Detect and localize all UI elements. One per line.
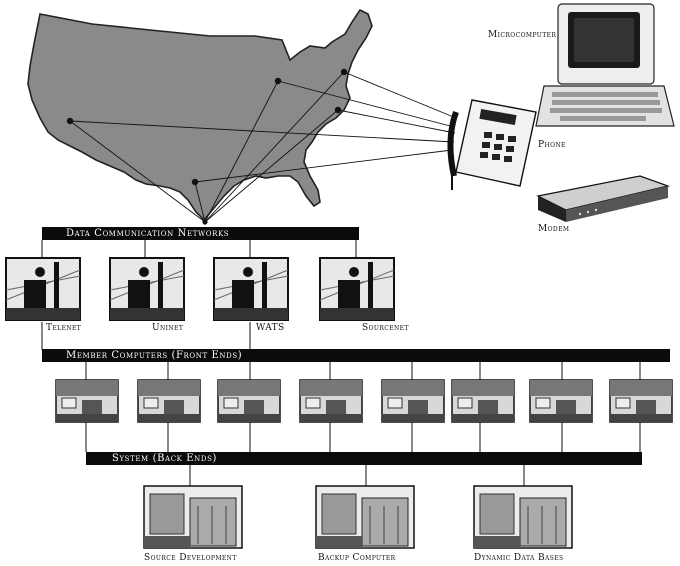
city-markers	[66, 68, 348, 225]
city-phone-links	[69, 71, 457, 183]
phone-label: Phone	[538, 140, 566, 150]
data-communication-networks-bar: Data Communication Networks	[42, 227, 359, 240]
front-end-photo	[55, 379, 119, 423]
phone-icon	[447, 99, 537, 190]
back-end-photo-backup-computer	[315, 485, 415, 549]
front-end-photo	[299, 379, 363, 423]
front-end-photo	[529, 379, 593, 423]
back-end-photos	[143, 485, 573, 549]
network-photos	[5, 257, 395, 321]
network-label-wats: WATS	[256, 323, 285, 333]
network-photo-sourcenet	[319, 257, 395, 321]
microcomputer-label: Microcomputer	[488, 30, 557, 40]
modem-icon	[536, 175, 671, 222]
back-end-photo-dynamic-data-bases	[473, 485, 573, 549]
network-photo-telenet	[5, 257, 81, 321]
us-map	[27, 8, 373, 222]
front-end-photos	[55, 379, 673, 423]
microcomputer-icon	[535, 3, 675, 127]
front-end-photo	[217, 379, 281, 423]
network-label-sourcenet: Sourcenet	[362, 323, 409, 333]
member-computers-bar: Member Computers (Front Ends)	[42, 349, 670, 362]
network-label-uninet: Uninet	[152, 323, 184, 333]
network-label-telenet: Telenet	[46, 323, 82, 333]
back-end-label-dynamic-data-bases: Dynamic Data Bases	[474, 553, 564, 563]
front-end-connectors	[85, 362, 641, 452]
front-end-photo	[381, 379, 445, 423]
back-end-photo-source-development	[143, 485, 243, 549]
front-end-photo	[609, 379, 673, 423]
network-photo-wats	[213, 257, 289, 321]
back-end-label-source-development: Source Development	[144, 553, 237, 563]
front-end-photo	[137, 379, 201, 423]
front-end-photo	[451, 379, 515, 423]
modem-label: Modem	[538, 224, 570, 234]
network-photo-uninet	[109, 257, 185, 321]
city-node-links	[69, 71, 345, 223]
back-end-label-backup-computer: Backup Computer	[318, 553, 396, 563]
system-back-ends-bar: System (Back Ends)	[86, 452, 642, 465]
network-connectors	[41, 240, 357, 350]
back-end-connectors	[189, 464, 525, 486]
